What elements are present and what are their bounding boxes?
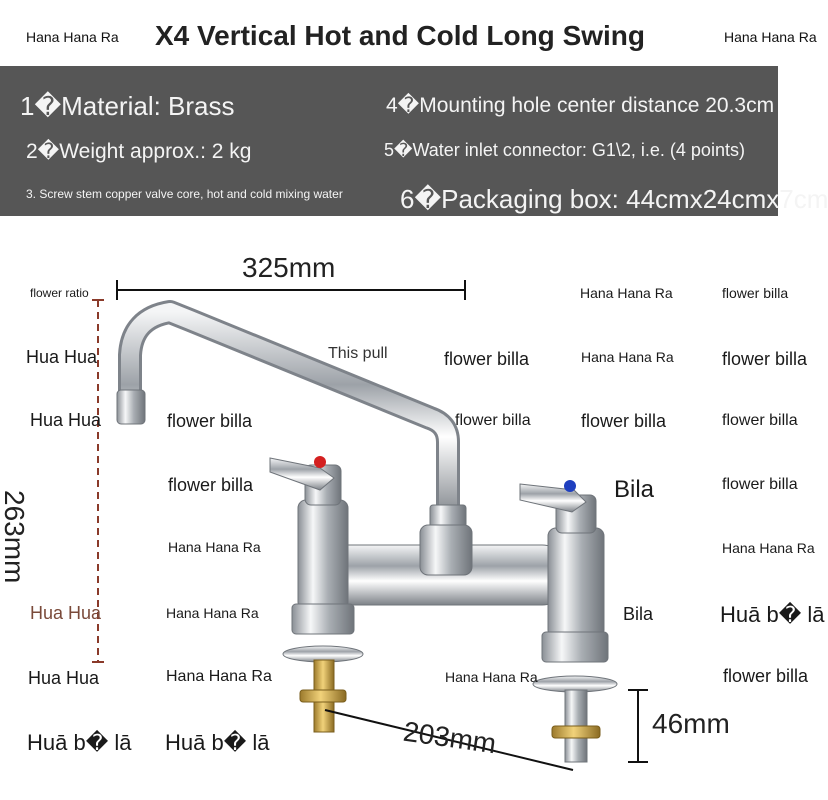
dimension-line-325 xyxy=(116,280,466,300)
watermark-text: Hana Hana Ra xyxy=(580,285,673,301)
hot-handle xyxy=(269,457,335,491)
watermark-text: Hua Hua xyxy=(26,347,98,367)
watermark-text: flower billa xyxy=(455,412,531,429)
dimension-height: 263mm xyxy=(0,490,30,584)
watermark-text: Bila xyxy=(623,604,654,624)
watermark-text: Hua Hua xyxy=(30,603,102,623)
cold-marker xyxy=(564,480,576,492)
watermark-text: flower billa xyxy=(722,349,808,369)
watermark-text: flower billa xyxy=(722,285,789,301)
watermark-text: flower billa xyxy=(722,412,798,429)
watermark-text: Hana Hana Ra xyxy=(166,668,272,685)
spec-valve-core: 3. Screw stem copper valve core, hot and… xyxy=(26,187,343,201)
watermark-text: Huā b� lā xyxy=(165,730,270,755)
spec-material: 1�Material: Brass xyxy=(20,91,235,121)
watermark-text: flower billa xyxy=(581,411,667,431)
watermark-text: flower billa xyxy=(168,475,254,495)
watermark-text: Hana Hana Ra xyxy=(722,540,815,556)
this-pull-label: This pull xyxy=(328,345,388,362)
watermark-text: flower ratio xyxy=(30,286,89,300)
watermark-text: Hua Hua xyxy=(30,410,102,430)
hot-marker xyxy=(314,456,326,468)
watermark-text: Hana Hana Ra xyxy=(445,669,538,685)
dimension-line-46 xyxy=(628,689,648,763)
watermark-text: Huā b� lā xyxy=(27,730,132,755)
watermark-text: Hua Hua xyxy=(28,668,100,688)
spec-mounting-distance: 4�Mounting hole center distance 20.3cm xyxy=(386,94,775,117)
watermark-text: Hana Hana Ra xyxy=(166,605,259,621)
watermark-text: Hana Hana Ra xyxy=(168,539,261,555)
dimension-thread-length: 46mm xyxy=(652,708,730,739)
dimension-line-203 xyxy=(324,709,574,771)
spec-inlet-connector: 5�Water inlet connector: G1\2, i.e. (4 p… xyxy=(384,140,745,160)
watermark-text: Huā b� lā xyxy=(720,602,825,627)
spec-packaging: 6�Packaging box: 44cmx24cmx7cm xyxy=(400,184,828,214)
faucet-illustration xyxy=(92,280,648,771)
spec-panel: 1�Material: Brass 2�Weight approx.: 2 kg… xyxy=(0,66,828,216)
watermark-text: flower billa xyxy=(444,349,530,369)
brand-label-left: Hana Hana Ra xyxy=(26,29,119,45)
brand-label-right: Hana Hana Ra xyxy=(724,29,817,45)
spout-nozzle xyxy=(116,389,146,425)
watermark-text: flower billa xyxy=(723,666,809,686)
watermark-text: flower billa xyxy=(722,476,798,493)
dimension-spout-length: 325mm xyxy=(242,252,336,283)
page-title: X4 Vertical Hot and Cold Long Swing xyxy=(154,20,646,51)
spec-weight: 2�Weight approx.: 2 kg xyxy=(26,140,252,163)
watermark-text: Bila xyxy=(614,476,655,503)
watermark-text: flower billa xyxy=(167,411,253,431)
cold-handle xyxy=(519,483,587,513)
watermark-text: Hana Hana Ra xyxy=(581,349,674,365)
